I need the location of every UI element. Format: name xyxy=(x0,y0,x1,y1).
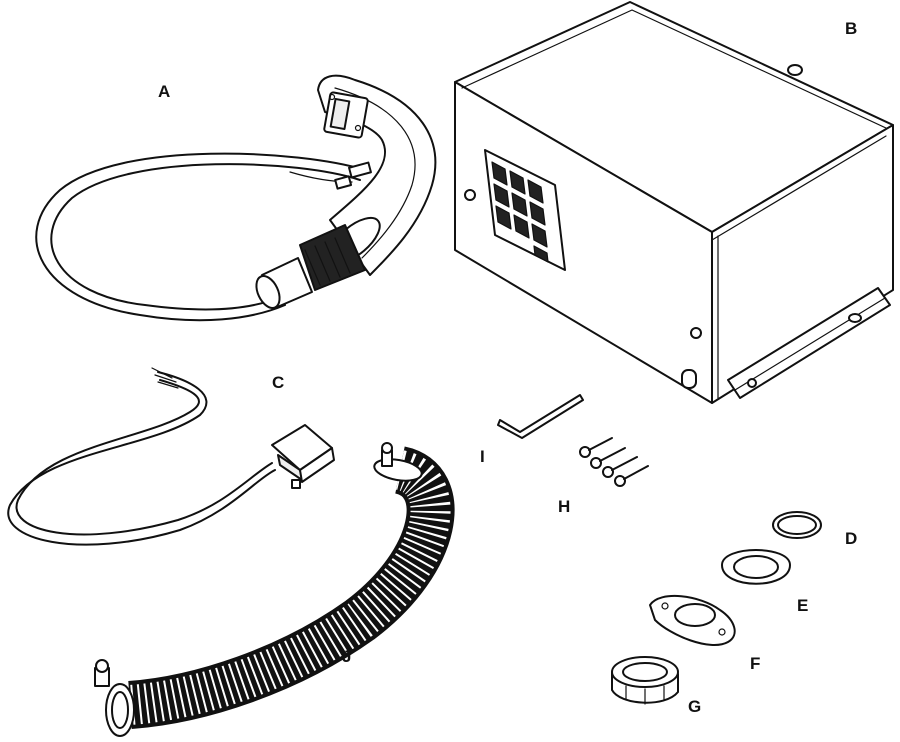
part-f-flange-plate xyxy=(649,594,736,646)
part-i-hex-key xyxy=(497,394,584,439)
label-d: D xyxy=(845,529,858,548)
grille-slots xyxy=(491,161,549,263)
corrugated-sleeve xyxy=(299,224,366,291)
part-a-elbow-duct xyxy=(35,74,437,322)
part-d-clip-ring xyxy=(772,511,822,539)
label-b: B xyxy=(845,19,858,38)
part-e-gasket xyxy=(721,549,791,585)
part-h-screws xyxy=(579,437,649,487)
label-h: H xyxy=(558,497,571,516)
part-b-heater-box xyxy=(454,1,894,404)
label-a: A xyxy=(158,82,171,101)
part-j-flexible-hose xyxy=(94,442,455,737)
part-g-lock-nut xyxy=(611,656,679,705)
label-e: E xyxy=(797,596,809,615)
label-j: J xyxy=(342,647,352,666)
label-g: G xyxy=(688,697,702,716)
label-c: C xyxy=(272,373,285,392)
label-i: I xyxy=(480,447,485,466)
label-f: F xyxy=(750,654,761,673)
part-c-sensor-cable xyxy=(7,367,335,546)
